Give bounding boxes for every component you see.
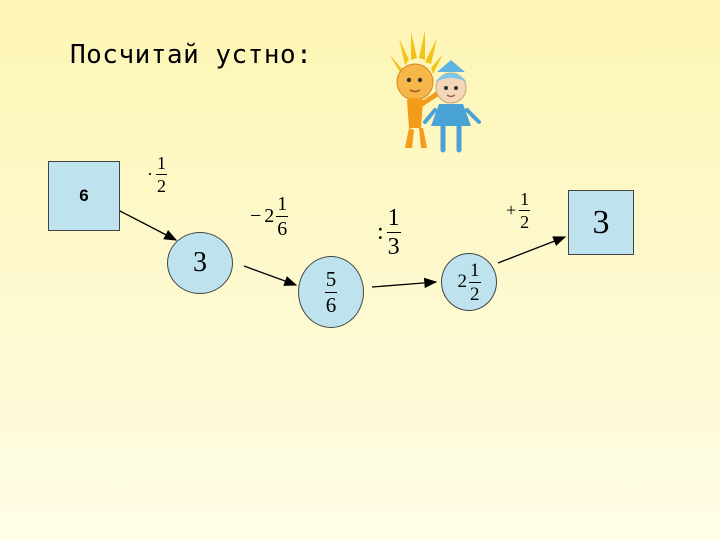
fraction-denominator: 2 bbox=[156, 177, 167, 195]
fraction-numerator: 1 bbox=[519, 190, 530, 208]
operation-add: + 1 2 bbox=[506, 190, 530, 231]
arrow-start-to-step1 bbox=[118, 210, 176, 240]
operation-fraction: 1 2 bbox=[519, 190, 530, 231]
arrow-step3-to-end bbox=[498, 237, 565, 263]
result-circle-1: 3 bbox=[167, 232, 233, 294]
arrow-step2-to-step3 bbox=[372, 282, 436, 287]
fraction-numerator: 1 bbox=[156, 154, 167, 172]
fraction-denominator: 6 bbox=[325, 295, 338, 316]
operation-symbol: : bbox=[377, 219, 384, 246]
fraction-numerator: 1 bbox=[387, 206, 401, 230]
operation-fraction: 1 3 bbox=[387, 206, 401, 259]
start-value: 6 bbox=[79, 186, 88, 206]
arrow-step1-to-step2 bbox=[244, 266, 296, 285]
operation-subtract: − 2 1 6 bbox=[250, 194, 288, 239]
fraction-numerator: 1 bbox=[469, 261, 481, 280]
operation-multiply: · 1 2 bbox=[147, 154, 167, 195]
fraction-numerator: 1 bbox=[276, 194, 288, 214]
result-fraction: 1 2 bbox=[469, 261, 481, 304]
result-circle-3: 2 1 2 bbox=[441, 253, 497, 311]
result-circle-2: 5 6 bbox=[298, 256, 364, 328]
operation-symbol: + bbox=[506, 200, 516, 221]
mixed-whole: 2 bbox=[264, 205, 274, 228]
end-value-box: 3 bbox=[568, 190, 634, 255]
operation-symbol: · bbox=[147, 164, 153, 185]
result-value: 3 bbox=[193, 247, 207, 279]
result-mixed-number: 2 1 2 bbox=[458, 261, 481, 304]
end-value: 3 bbox=[593, 204, 610, 242]
operation-fraction: 1 2 bbox=[156, 154, 167, 195]
fraction-numerator: 5 bbox=[325, 269, 338, 290]
result-fraction: 5 6 bbox=[325, 269, 338, 316]
fraction-denominator: 2 bbox=[469, 285, 481, 304]
fraction-denominator: 3 bbox=[387, 235, 401, 259]
mixed-whole: 2 bbox=[458, 271, 468, 293]
operation-fraction: 1 6 bbox=[276, 194, 288, 239]
fraction-denominator: 6 bbox=[276, 219, 288, 239]
start-value-box: 6 bbox=[48, 161, 120, 231]
fraction-denominator: 2 bbox=[519, 213, 530, 231]
operation-symbol: − bbox=[250, 205, 261, 228]
operation-divide: : 1 3 bbox=[377, 206, 401, 259]
